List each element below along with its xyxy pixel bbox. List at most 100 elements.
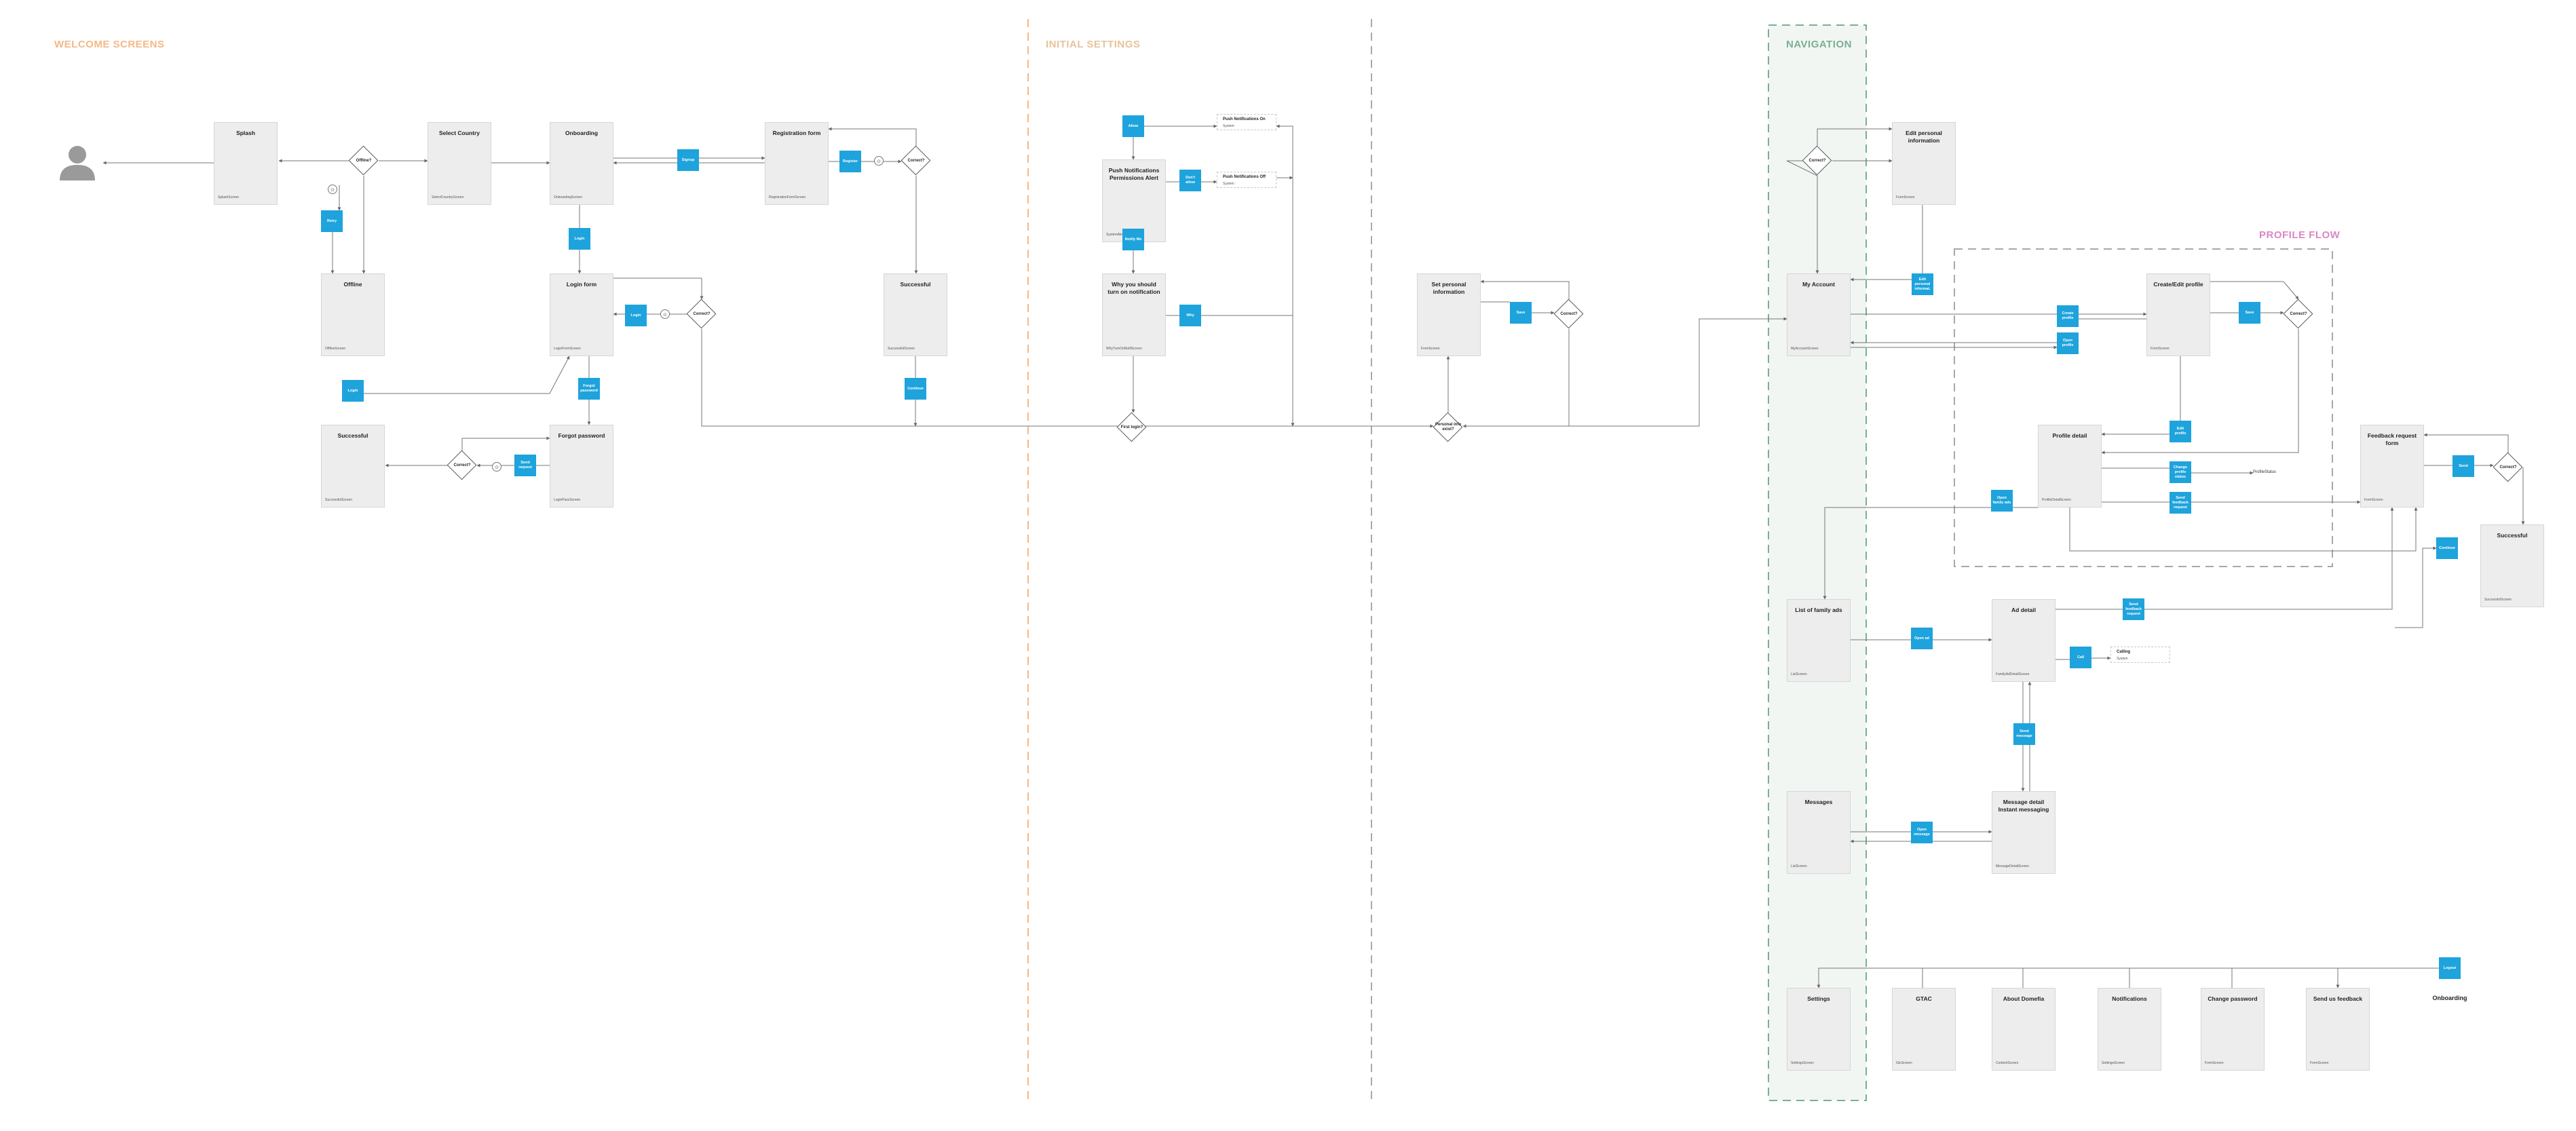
send-request-button[interactable]: Send request	[514, 455, 536, 476]
connector-line	[1480, 280, 1570, 299]
connector-line	[2102, 467, 2253, 473]
decision-label: Correct?	[453, 463, 471, 467]
dont-allow-button[interactable]: Don't allow	[1179, 170, 1201, 191]
open-ad-button[interactable]: Open ad	[1911, 628, 1933, 649]
note-subtitle: System	[1223, 124, 1234, 128]
connector-line	[1817, 967, 2450, 989]
screen-code: RegistrationFormScreen	[769, 195, 806, 199]
screen-code: ListScreen	[1791, 672, 1807, 676]
edit-personal-button[interactable]: Edit personal informat.	[1912, 273, 1933, 295]
connector-line	[1166, 126, 1293, 316]
edit-profile-button[interactable]: Edit profile	[2170, 421, 2191, 442]
login-offline-button[interactable]: Login	[342, 380, 364, 402]
screen-code: SelectCountryScreen	[432, 195, 464, 199]
screen-code: SuccessfulScreen	[888, 347, 915, 351]
logout-button[interactable]: Logout	[2439, 957, 2461, 979]
screen-title: Set personal information	[1431, 281, 1466, 295]
connector-line	[364, 356, 570, 394]
login-submit-button[interactable]: Login	[625, 305, 647, 326]
why-button[interactable]: Why	[1179, 305, 1201, 326]
send-button[interactable]: Send	[2452, 455, 2474, 477]
forgot-password-button[interactable]: Forgot password	[578, 378, 600, 400]
section-title-initial: INITIAL SETTINGS	[1046, 39, 1141, 50]
screen-title: Successful	[900, 281, 931, 288]
screen-code: OnboardingScreen	[554, 195, 582, 199]
call-button[interactable]: Call	[2070, 647, 2091, 668]
save-profile-button[interactable]: Save	[2239, 302, 2260, 324]
notify-me-button[interactable]: Notify Me	[1122, 229, 1144, 250]
login-onboarding-button[interactable]: Login	[569, 228, 590, 250]
continue-feedback-button[interactable]: Continue	[2436, 537, 2458, 559]
decision-label: Correct?	[693, 311, 711, 316]
register-button[interactable]: Register	[839, 151, 861, 172]
user-icon	[58, 144, 96, 182]
open-profile-button[interactable]: Open profile	[2057, 332, 2079, 354]
screen-code: FormScreen	[2310, 1061, 2329, 1065]
open-message-button[interactable]: Open message	[1911, 822, 1933, 843]
screen-title: Message detail Instant messaging	[1998, 799, 2049, 813]
retry-button[interactable]: Retry	[321, 210, 343, 232]
create-profile-button[interactable]: Create profile	[2057, 305, 2079, 327]
screen-title: Settings	[1807, 995, 1830, 1002]
connector-line	[2056, 658, 2110, 659]
change-status-button[interactable]: Change profile status	[2170, 461, 2191, 483]
screen-code: SettingsScreen	[1791, 1061, 1814, 1065]
open-family-ads-button[interactable]: Open family ads	[1991, 490, 2013, 512]
decision-correct-login: Correct?	[686, 299, 717, 329]
save-personal-button[interactable]: Save	[1510, 302, 1532, 324]
signup-button[interactable]: Signup	[677, 149, 699, 171]
decision-label: Correct?	[907, 158, 925, 163]
allow-button[interactable]: Allow	[1122, 115, 1144, 137]
screen-title: Edit personal information	[1906, 130, 1942, 144]
screen-code: ProfileDetailScreen	[2042, 498, 2071, 502]
decision-label: Correct?	[2290, 311, 2307, 316]
decision-offline: Offline?	[348, 145, 379, 176]
send-feedback-ad-button[interactable]: Send feedback request	[2123, 598, 2144, 620]
screen-title: Change password	[2208, 995, 2258, 1002]
decision-label: Correct?	[1560, 311, 1578, 316]
send-feedback-request-button[interactable]: Send feedback request	[2170, 492, 2191, 514]
connector-line	[2101, 329, 2299, 455]
screen-code: ListScreen	[1791, 864, 1807, 868]
screen-title: Why you should turn on notification	[1107, 281, 1160, 295]
continue-button[interactable]: Continue	[905, 378, 926, 400]
section-title-profile-flow: PROFILE FLOW	[2259, 229, 2341, 241]
screen-title: Profile detail	[2052, 432, 2087, 439]
send-message-button[interactable]: Send message	[2013, 723, 2035, 745]
connector-line	[2210, 281, 2299, 300]
connector-line	[461, 436, 550, 451]
screen-code: MyAccountScreen	[1791, 347, 1819, 351]
screen-title: Forgot password	[558, 432, 605, 439]
